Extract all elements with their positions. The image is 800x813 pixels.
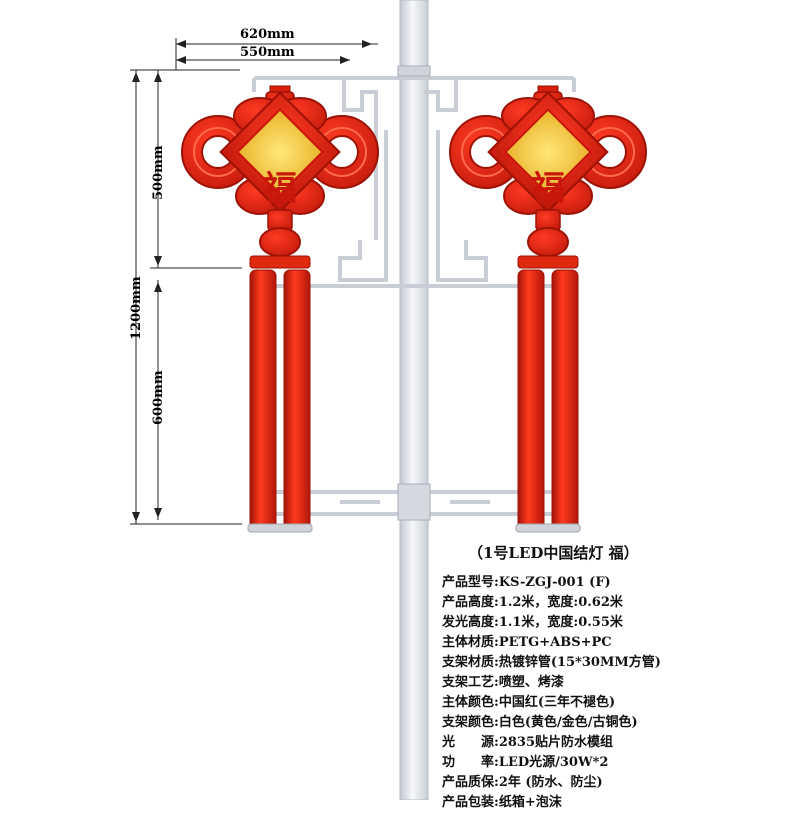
spec-value: 白色(黄色/金色/古铜色): [498, 715, 638, 730]
spec-row: 支架颜色:白色(黄色/金色/古铜色): [442, 713, 792, 733]
spec-value: 热镀锌管(15*30MM方管): [498, 655, 661, 670]
spec-row: 功 率:LED光源/30W*2: [442, 753, 792, 773]
spec-label: 主体颜色:: [442, 695, 499, 710]
spec-label: 支架材质:: [442, 655, 499, 670]
spec-row: 支架材质:热镀锌管(15*30MM方管): [442, 653, 792, 673]
spec-value: 2835贴片防水模组: [498, 735, 613, 750]
knot-character-left: 福: [262, 169, 297, 209]
dim-height-knot: 500mm: [151, 145, 166, 200]
spec-label: 光 源:: [442, 735, 499, 750]
spec-label: 发光高度:: [442, 615, 499, 630]
dim-width-outer: 620mm: [240, 27, 295, 42]
spec-row: 产品型号:KS-ZGJ-001 (F): [442, 573, 792, 593]
spec-row: 主体颜色:中国红(三年不褪色): [442, 693, 792, 713]
lamp-pole: [399, 0, 429, 800]
spec-list: 产品型号:KS-ZGJ-001 (F)产品高度:1.2米，宽度:0.62米发光高…: [442, 573, 792, 813]
spec-row: 产品高度:1.2米，宽度:0.62米: [442, 593, 792, 613]
spec-value: LED光源/30W*2: [498, 755, 609, 770]
spec-label: 产品型号:: [442, 575, 499, 590]
dimension-arrows: [132, 40, 372, 522]
spec-row: 产品质保:2年 (防水、防尘): [442, 773, 792, 793]
dim-height-tassel: 600mm: [151, 370, 166, 425]
spec-label: 主体材质:: [442, 635, 499, 650]
knot-character-right: 福: [530, 169, 565, 209]
spec-row: 主体材质:PETG+ABS+PC: [442, 633, 792, 653]
spec-label: 产品包装:: [442, 795, 499, 810]
spec-row: 发光高度:1.1米，宽度:0.55米: [442, 613, 792, 633]
spec-label: 支架工艺:: [442, 675, 499, 690]
dimension-lines: [130, 38, 378, 525]
spec-value: PETG+ABS+PC: [498, 635, 612, 650]
spec-label: 产品质保:: [442, 775, 499, 790]
spec-value: 纸箱+泡沫: [498, 795, 562, 810]
spec-label: 功 率:: [442, 755, 499, 770]
spec-value: 1.2米，宽度:0.62米: [498, 595, 623, 610]
spec-value: KS-ZGJ-001 (F): [498, 575, 611, 590]
spec-row: 产品包装:纸箱+泡沫: [442, 793, 792, 813]
spec-value: 1.1米，宽度:0.55米: [498, 615, 623, 630]
product-title: （1号LED中国结灯 福）: [468, 544, 639, 562]
spec-value: 中国红(三年不褪色): [498, 695, 616, 710]
dim-height-total: 1200mm: [129, 276, 144, 340]
dim-width-inner: 550mm: [240, 45, 295, 60]
spec-label: 支架颜色:: [442, 715, 499, 730]
spec-label: 产品高度:: [442, 595, 499, 610]
spec-row: 支架工艺:喷塑、烤漆: [442, 673, 792, 693]
spec-value: 喷塑、烤漆: [498, 675, 564, 690]
spec-value: 2年 (防水、防尘): [498, 775, 603, 790]
spec-row: 光 源:2835贴片防水模组: [442, 733, 792, 753]
